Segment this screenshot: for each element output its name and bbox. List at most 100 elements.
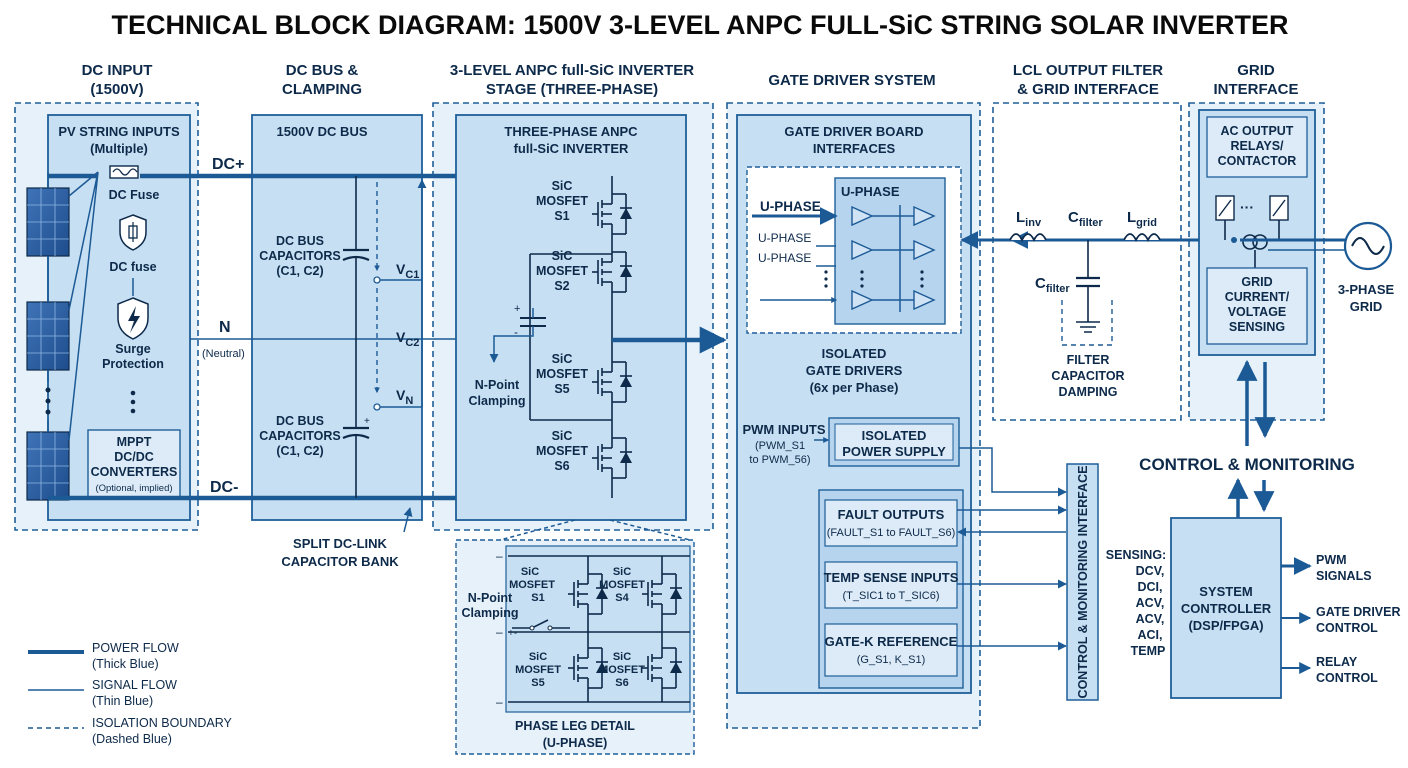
pv-module-3 [26, 431, 70, 501]
iso-ps-2: POWER SUPPLY [842, 444, 946, 459]
legend-iso-2: (Dashed Blue) [92, 732, 172, 746]
svg-text:···: ··· [1240, 199, 1254, 215]
cf2-label: Cfilter [1035, 275, 1070, 295]
leg-clamp-1: N-Point [468, 591, 513, 605]
rail-neutral-label: N [219, 319, 231, 336]
legend-signal-1: SIGNAL FLOW [92, 678, 177, 692]
switch-s1-l3: S1 [554, 209, 569, 223]
cap-top-label-2: CAPACITORS [259, 249, 341, 263]
heading-grid-2: INTERFACE [1213, 81, 1298, 98]
heading-dc-input-2: (1500V) [90, 81, 143, 98]
svg-text:–: – [496, 695, 503, 709]
leg-s4-l3: S4 [615, 592, 629, 604]
leg-s6-l1: SiC [613, 651, 631, 663]
dc-bus-title: 1500V DC BUS [276, 124, 367, 139]
sensing-box [1206, 267, 1308, 345]
heading-dc-bus-2: CLAMPING [282, 81, 362, 98]
vert-dots-mid [860, 270, 924, 288]
rail-neg-label: DC- [210, 479, 238, 496]
dc-bus-panel [251, 114, 423, 521]
sense-0: SENSING: [1106, 548, 1166, 562]
sensing-list: SENSING: DCV, DCI, ACV, ACV, ACI, TEMP [1106, 548, 1166, 658]
relay-1: AC OUTPUT [1221, 124, 1294, 138]
damp-1: FILTER [1067, 353, 1110, 367]
split-label-2: CAPACITOR BANK [281, 554, 399, 569]
svg-text:-: - [514, 325, 518, 339]
switch-s5-l3: S5 [554, 382, 569, 396]
legend-signal-2: (Thin Blue) [92, 694, 153, 708]
pv-module-2 [26, 301, 70, 371]
switch-s1-l2: MOSFET [536, 194, 588, 208]
isolated-1: ISOLATED [822, 346, 887, 361]
pwm-inputs-1: PWM INPUTS [742, 422, 825, 437]
gatek-1: GATE-K REFERENCE [825, 634, 958, 649]
cap-top-label-1: DC BUS [276, 234, 324, 248]
sensing-3: VOLTAGE [1228, 305, 1287, 319]
leg-caption-2: (U-PHASE) [543, 736, 608, 750]
leg-s1-l3: S1 [531, 592, 544, 604]
pv-vertical-ellipsis [130, 390, 136, 414]
switch-s2-l2: MOSFET [536, 264, 588, 278]
cf1-label: Cfilter [1068, 209, 1103, 229]
linv-label: Linv [1016, 209, 1042, 229]
leg-s4-l2: MOSFET [599, 579, 645, 591]
switch-s6-l2: MOSFET [536, 444, 588, 458]
legend-power-1: POWER FLOW [92, 641, 179, 655]
switch-s2-l3: S2 [554, 279, 569, 293]
damp-3: DAMPING [1058, 385, 1117, 399]
leg-s4-l1: SiC [613, 566, 631, 578]
gate-board-title-2: INTERFACES [813, 141, 896, 156]
heading-gate: GATE DRIVER SYSTEM [768, 72, 935, 89]
cap-bot-label-1: DC BUS [276, 414, 324, 428]
legend-iso-1: ISOLATION BOUNDARY [92, 716, 233, 730]
svg-text:+: + [364, 416, 370, 427]
inverter-panel [455, 114, 687, 521]
temp-box [824, 561, 958, 609]
section-headings: DC INPUT (1500V) DC BUS & CLAMPING 3-LEV… [82, 62, 1299, 98]
heading-grid-1: GRID [1237, 62, 1275, 79]
cap-top-label-3: (C1, C2) [276, 264, 323, 278]
leg-s5-l2: MOSFET [515, 664, 561, 676]
controller-1: SYSTEM [1199, 584, 1252, 599]
out-gd-1: GATE DRIVER [1316, 605, 1401, 619]
leg-s1-l1: SiC [521, 566, 539, 578]
dc-bus-capacitor-top [342, 176, 370, 339]
leg-clamp-2: Clamping [462, 606, 519, 620]
relay-2: RELAYS/ [1230, 139, 1284, 153]
fault-2: (FAULT_S1 to FAULT_S6) [827, 527, 956, 539]
dc-fuse-shield-icon [119, 214, 147, 251]
isolated-2: GATE DRIVERS [806, 363, 903, 378]
uphase-box-label: U-PHASE [841, 184, 900, 199]
sensing-2: CURRENT/ [1225, 290, 1290, 304]
mppt-label-4: (Optional, implied) [95, 483, 172, 494]
filter-capacitor [1076, 240, 1100, 333]
leg-s6-l2: MOSFET [599, 664, 645, 676]
controller-3: (DSP/FPGA) [1188, 618, 1263, 633]
svg-text:–: – [496, 549, 503, 563]
temp-1: TEMP SENSE INPUTS [824, 570, 959, 585]
ac-source-icon [1343, 221, 1393, 271]
controller-2: CONTROLLER [1181, 601, 1272, 616]
sense-6: TEMP [1131, 644, 1166, 658]
temp-2: (T_SIC1 to T_SIC6) [843, 590, 940, 602]
switch-s6-l3: S6 [554, 459, 569, 473]
dc-fuse-label: DC fuse [109, 260, 156, 274]
uphase-2-label: U-PHASE [758, 231, 811, 245]
mppt-label-3: CONVERTERS [91, 465, 178, 479]
inductor-linv [1009, 233, 1047, 243]
lgrid-label: Lgrid [1127, 209, 1157, 229]
relay-switch-icons: ··· [1215, 195, 1289, 240]
pv-title-2: (Multiple) [90, 141, 148, 156]
switch-s5-l2: MOSFET [536, 367, 588, 381]
cap-bot-label-2: CAPACITORS [259, 429, 341, 443]
mppt-label-2: DC/DC [114, 450, 154, 464]
sense-5: ACI, [1138, 628, 1163, 642]
heading-inverter-1: 3-LEVEL ANPC full-SiC INVERTER [450, 62, 694, 79]
leg-s5-l3: S5 [531, 677, 544, 689]
heading-dc-bus-1: DC BUS & [286, 62, 359, 79]
mppt-box [87, 429, 181, 499]
leg-s5-l1: SiC [529, 651, 547, 663]
cmi-label: CONTROL & MONITORING INTERFACE [1076, 466, 1090, 699]
clamp-label-1: N-Point [475, 378, 520, 392]
